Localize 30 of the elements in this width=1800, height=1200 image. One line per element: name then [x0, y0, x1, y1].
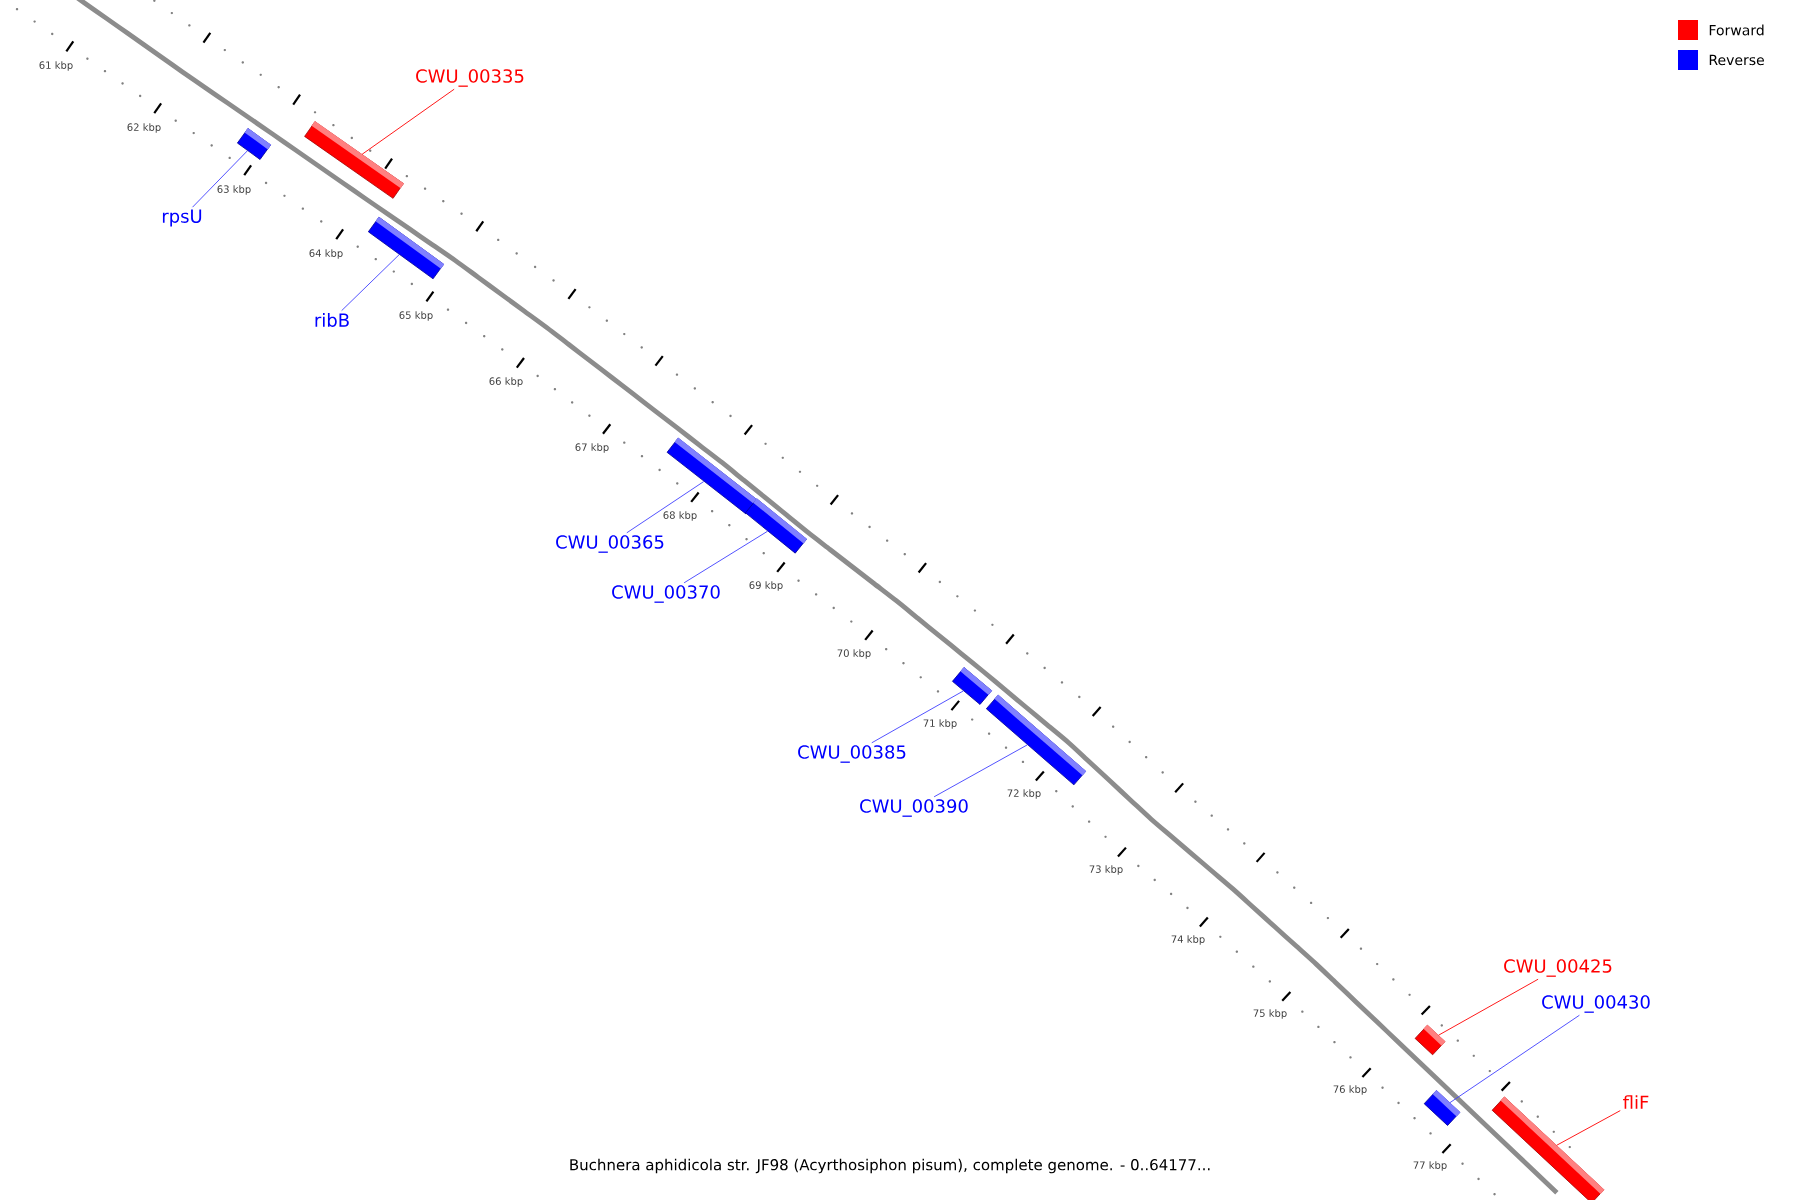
gene-block: [304, 121, 404, 199]
gene-block: [367, 216, 445, 280]
gene-block: [237, 127, 272, 160]
gene-label: CWU_00335: [416, 69, 524, 87]
leader-line: [683, 530, 768, 584]
leader-line: [341, 254, 400, 312]
gene-label: CWU_00385: [798, 745, 906, 763]
gene-block: [666, 437, 758, 515]
gene-label: rpsU: [162, 209, 202, 227]
leader-line: [1449, 1014, 1580, 1104]
leader-line: [933, 744, 1028, 798]
leader-line: [871, 690, 964, 744]
leader-line: [361, 88, 455, 155]
gene-label: CWU_00390: [860, 799, 968, 817]
leader-line: [1438, 978, 1539, 1036]
gene-label: CWU_00425: [1504, 959, 1612, 977]
gene-block: [1491, 1096, 1605, 1200]
gene-label: fliF: [1623, 1095, 1649, 1109]
gene-block: [745, 498, 808, 554]
gene-label: CWU_00370: [612, 585, 720, 603]
gene-label: CWU_00430: [1542, 995, 1650, 1013]
gene-block: [1423, 1089, 1461, 1126]
gene-label: ribB: [315, 313, 349, 327]
leader-line: [1556, 1110, 1621, 1146]
gene-block: [952, 667, 993, 705]
gene-label: CWU_00365: [556, 535, 664, 553]
gene-block: [1414, 1024, 1446, 1056]
leader-line: [192, 150, 248, 208]
gene-block: [985, 694, 1087, 786]
leader-line: [626, 481, 705, 534]
